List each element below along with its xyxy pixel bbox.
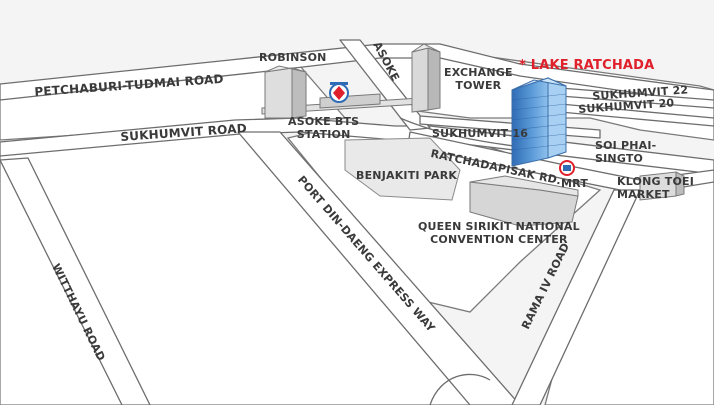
qsncc-building [469, 175, 579, 227]
klong-toei-market-label: KLONG TOEI MARKET [617, 175, 695, 201]
asoke-bts-station-label: ASOKE BTS STATION [288, 115, 360, 141]
exchange-tower-building [411, 43, 441, 113]
mrt-logo-icon [559, 160, 575, 176]
klong-toei-market-building [639, 171, 685, 201]
benjakiti-park-label: BENJAKITI PARK [356, 169, 458, 182]
bts-logo-icon [329, 82, 349, 103]
lake-ratchada-label: * LAKE RATCHADA [519, 58, 655, 73]
robinson-building [264, 65, 307, 119]
mrt-label: MRT [561, 177, 589, 190]
qsncc-label: QUEEN SIRIKIT NATIONAL CONVENTION CENTER [418, 220, 580, 246]
soi-phai-singto-label: SOI PHAI- SINGTO [595, 139, 657, 165]
exchange-tower-label: EXCHANGE TOWER [444, 66, 513, 92]
sukhumvit-16-label: SUKHUMVIT 16 [432, 127, 529, 140]
robinson-label: ROBINSON [259, 51, 327, 64]
benjakiti-park-area [344, 137, 461, 201]
lake-ratchada-tower [511, 77, 567, 167]
